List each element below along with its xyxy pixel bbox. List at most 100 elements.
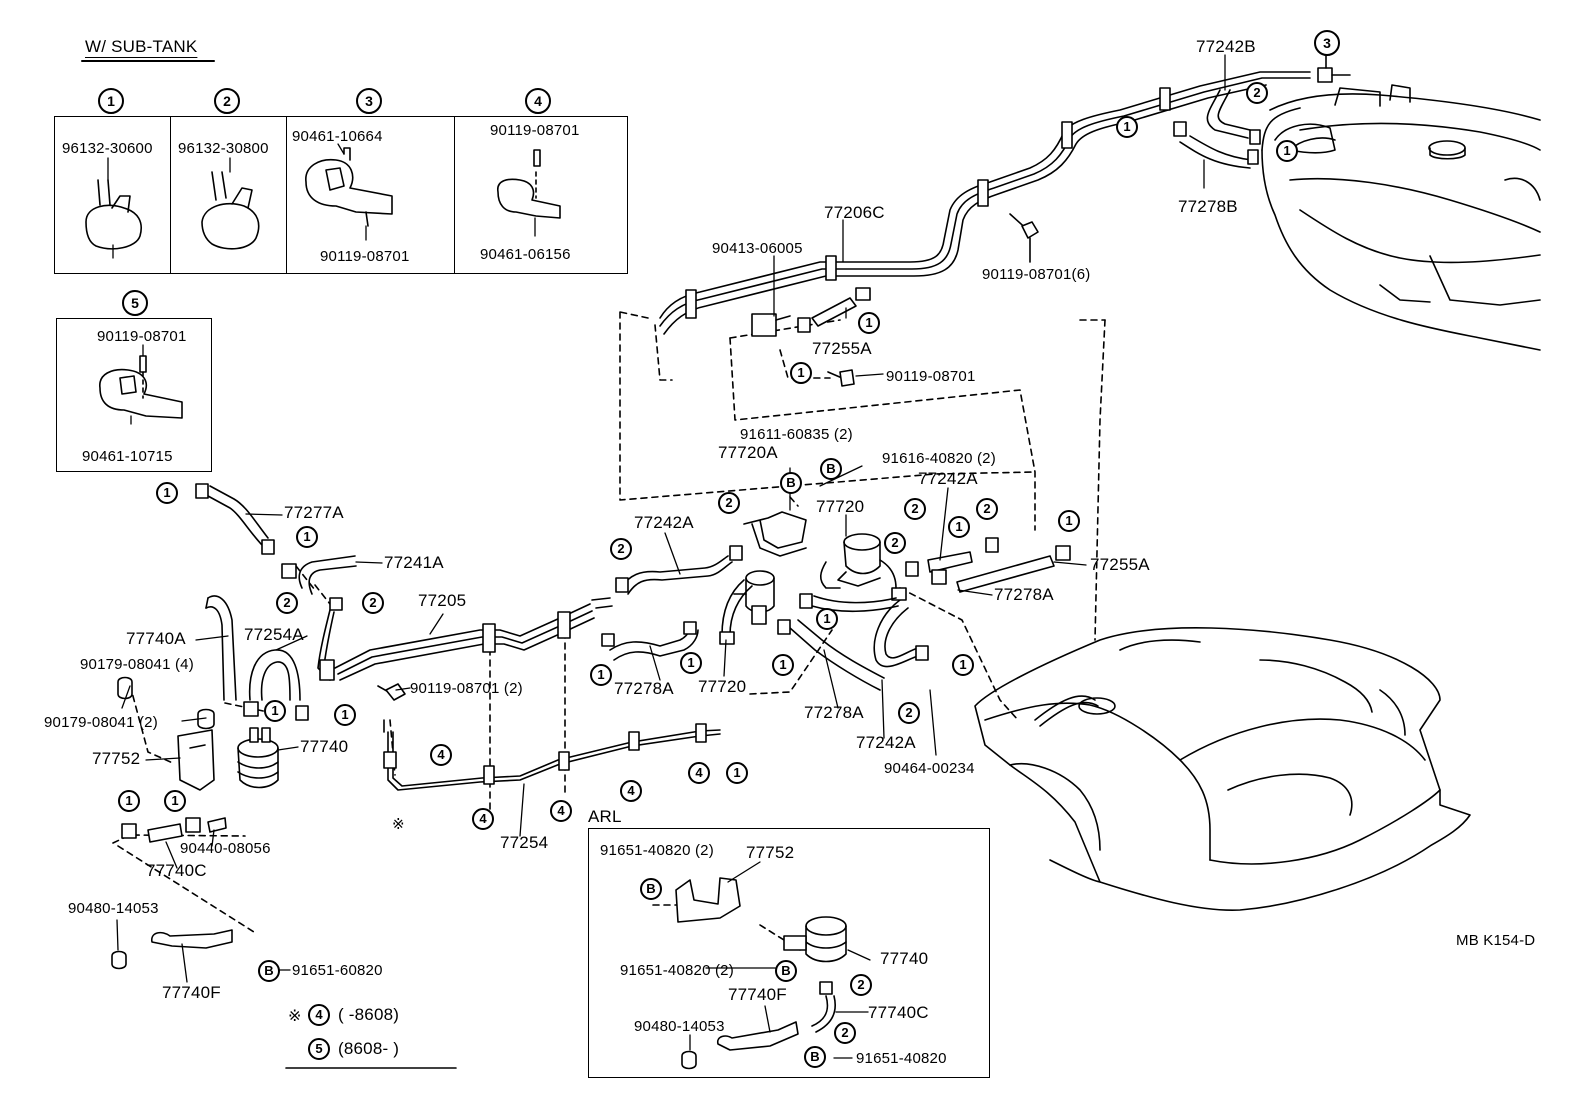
label-77740: 77740 [300, 737, 349, 756]
label-77254A: 77254A [244, 625, 304, 644]
label-77242B: 77242B [1196, 37, 1256, 56]
callout-B: B [804, 1046, 826, 1068]
inset-divider-2 [286, 116, 287, 274]
leader-lines [107, 54, 1226, 1059]
sub-tank [1261, 84, 1541, 351]
callout-1: 1 [790, 362, 812, 384]
callout-2: 2 [884, 532, 906, 554]
callout-4-inset: 4 [525, 88, 551, 114]
callout-3-inset: 3 [356, 88, 382, 114]
label-77242A-right: 77242A [918, 469, 978, 488]
callout-1: 1 [1276, 140, 1298, 162]
label-77278B: 77278B [1178, 197, 1238, 216]
label-77255A-right: 77255A [1090, 555, 1150, 574]
callout-4: 4 [688, 762, 710, 784]
inset-clamp-icons [85, 147, 561, 419]
callout-1: 1 [264, 700, 286, 722]
callout-2: 2 [362, 592, 384, 614]
callout-1: 1 [1116, 116, 1138, 138]
arl-label-77740C: 77740C [868, 1003, 929, 1022]
callout-1: 1 [296, 526, 318, 548]
label-91611-60835: 91611-60835 (2) [740, 426, 853, 443]
part-90119-08701-c4: 90119-08701 [490, 122, 580, 139]
callout-2-inset: 2 [214, 88, 240, 114]
label-77720A: 77720A [718, 443, 778, 462]
arl-label-91651-40820-b: 91651-40820 (2) [620, 962, 734, 979]
label-77242A-mid: 77242A [634, 513, 694, 532]
arl-label-77752: 77752 [746, 843, 795, 862]
callout-2: 2 [718, 492, 740, 514]
label-90480-14053: 90480-14053 [68, 900, 159, 917]
clamp-inset-box-5 [56, 318, 212, 472]
part-90461-10715: 90461-10715 [82, 448, 173, 465]
callout-1: 1 [164, 790, 186, 812]
note-range-b: (8608- ) [338, 1039, 400, 1058]
label-90440-08056: 90440-08056 [180, 840, 271, 857]
part-90119-08701-c3: 90119-08701 [320, 248, 410, 265]
sub-tank-hoses [1173, 89, 1261, 169]
part-90119-08701-c5: 90119-08701 [97, 328, 187, 345]
label-90464-00234: 90464-00234 [884, 760, 975, 777]
callout-4: 4 [472, 808, 494, 830]
note-range-a: ( -8608) [338, 1005, 400, 1024]
part-96132-30600: 96132-30600 [62, 140, 153, 157]
label-77277A: 77277A [284, 503, 344, 522]
part-96132-30800: 96132-30800 [178, 140, 269, 157]
callout-1: 1 [118, 790, 140, 812]
callout-1: 1 [726, 762, 748, 784]
label-77740A: 77740A [126, 629, 186, 648]
left-canister [111, 676, 279, 970]
arl-label-77740: 77740 [880, 949, 929, 968]
hoses [195, 287, 1071, 721]
label-77255A-top: 77255A [812, 339, 872, 358]
callout-1: 1 [952, 654, 974, 676]
label-77278A-bottom: 77278A [804, 703, 864, 722]
callout-1: 1 [858, 312, 880, 334]
callout-2: 2 [834, 1022, 856, 1044]
arl-box [588, 828, 990, 1078]
callout-5-inset: 5 [122, 290, 148, 316]
label-77740F: 77740F [162, 983, 221, 1002]
label-90119-08701-2: 90119-08701 (2) [410, 680, 523, 697]
callout-2: 2 [850, 974, 872, 996]
label-77254: 77254 [500, 833, 549, 852]
callout-1: 1 [590, 664, 612, 686]
callout-1: 1 [948, 516, 970, 538]
label-90179-08041-4: 90179-08041 (4) [80, 656, 194, 673]
label-77241A: 77241A [384, 553, 444, 572]
callout-2: 2 [276, 592, 298, 614]
label-90413-06005: 90413-06005 [712, 240, 803, 257]
arl-title: ARL [588, 807, 622, 826]
upper-fuel-pipes [659, 53, 1351, 335]
callout-1: 1 [1058, 510, 1080, 532]
part-90461-06156: 90461-06156 [480, 246, 571, 263]
callout-4: 4 [620, 780, 642, 802]
arl-drawings [675, 877, 847, 1070]
label-90119-08701-6: 90119-08701(6) [982, 266, 1091, 283]
label-77740C: 77740C [146, 861, 207, 880]
inset-divider-1 [170, 116, 171, 274]
part-90461-10664: 90461-10664 [292, 128, 383, 145]
callout-2: 2 [976, 498, 998, 520]
main-fuel-tank [974, 627, 1471, 911]
callout-2: 2 [898, 702, 920, 724]
callout-4: 4 [550, 800, 572, 822]
callout-B: B [775, 960, 797, 982]
label-77278A-right: 77278A [994, 585, 1054, 604]
arl-label-91651-40820-c: 91651-40820 [856, 1050, 947, 1067]
note-mark-2: ※ [288, 1008, 302, 1025]
label-91616-40820: 91616-40820 (2) [882, 450, 996, 467]
label-91651-60820: 91651-60820 [292, 962, 383, 979]
callout-B: B [258, 960, 280, 982]
asterisk-mark: ※ [392, 816, 405, 833]
label-90119-08701-mid: 90119-08701 [886, 368, 976, 385]
arl-label-91651-40820-a: 91651-40820 (2) [600, 842, 714, 859]
lower-fuel-pipe [383, 719, 721, 791]
callout-1: 1 [816, 608, 838, 630]
callout-B: B [640, 878, 662, 900]
callout-1: 1 [156, 482, 178, 504]
label-77206C: 77206C [824, 203, 885, 222]
callout-1: 1 [680, 652, 702, 674]
callout-3: 3 [1314, 30, 1340, 56]
